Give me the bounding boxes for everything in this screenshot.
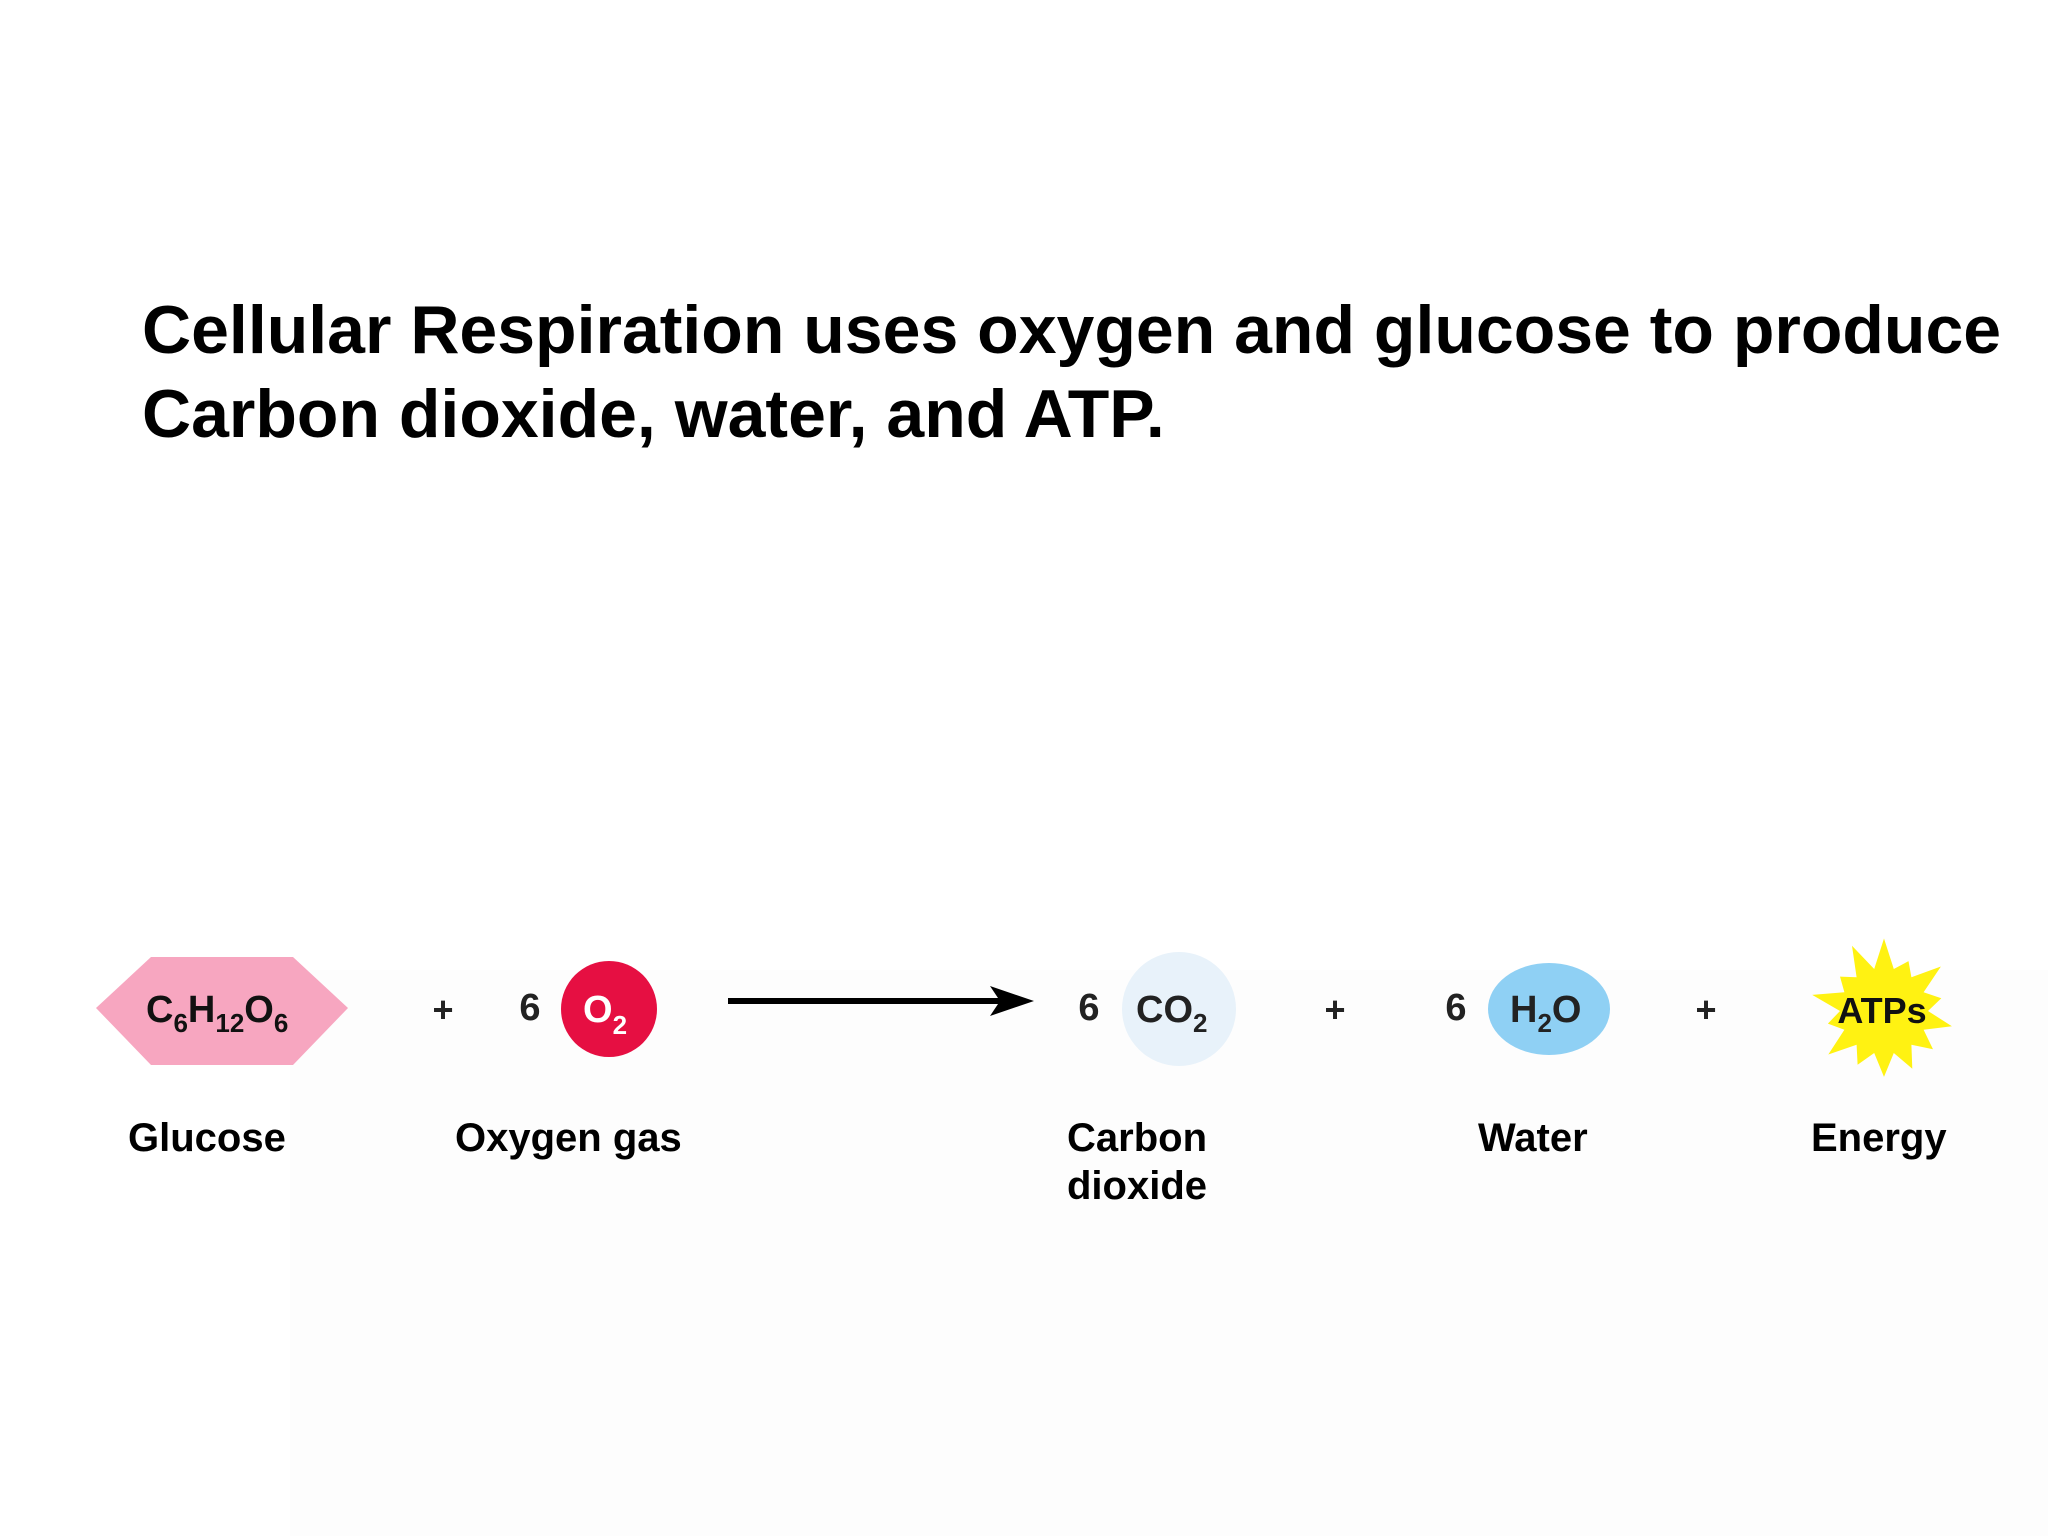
plus-sign-2: + [1324,989,1345,1030]
atp-text: ATPs [1837,990,1926,1031]
water-label: Water [1478,1116,1588,1160]
glucose-hexagon [96,957,348,1065]
plus-sign-1: + [432,989,453,1030]
glucose-label: Glucose [128,1116,286,1160]
oxygen-coefficient: 6 [519,987,540,1029]
water-formula: H2O [1510,989,1581,1038]
reaction-arrow [728,986,1034,1016]
energy-label: Energy [1811,1116,1947,1160]
glucose-formula: C6H12O6 [146,989,288,1038]
heading-line-2: Carbon dioxide, water, and ATP. [142,376,1165,452]
carbon-dioxide-coefficient: 6 [1078,987,1099,1029]
carbon-dioxide-label-line-1: Carbon [1067,1116,1207,1160]
atp-starburst-icon [1812,938,1952,1077]
water-molecule: 6 H2O [1445,963,1610,1055]
oxygen-molecule: 6 O2 [519,961,657,1057]
carbon-dioxide-label-line-2: dioxide [1067,1164,1208,1208]
plus-sign-3: + [1695,989,1716,1030]
carbon-dioxide-circle [1122,952,1236,1066]
glucose-molecule: C6H12O6 [96,957,348,1065]
carbon-dioxide-molecule: 6 CO2 [1078,952,1236,1066]
slide-heading: Cellular Respiration uses oxygen and glu… [142,288,2032,456]
energy-molecule: ATPs [1812,938,1952,1077]
water-coefficient: 6 [1445,987,1466,1029]
oxygen-circle [561,961,657,1057]
water-ellipse [1488,963,1610,1055]
oxygen-label: Oxygen gas [455,1116,682,1160]
oxygen-formula: O2 [583,989,627,1040]
carbon-dioxide-formula: CO2 [1136,989,1207,1038]
heading-line-1: Cellular Respiration uses oxygen and glu… [142,292,2002,368]
